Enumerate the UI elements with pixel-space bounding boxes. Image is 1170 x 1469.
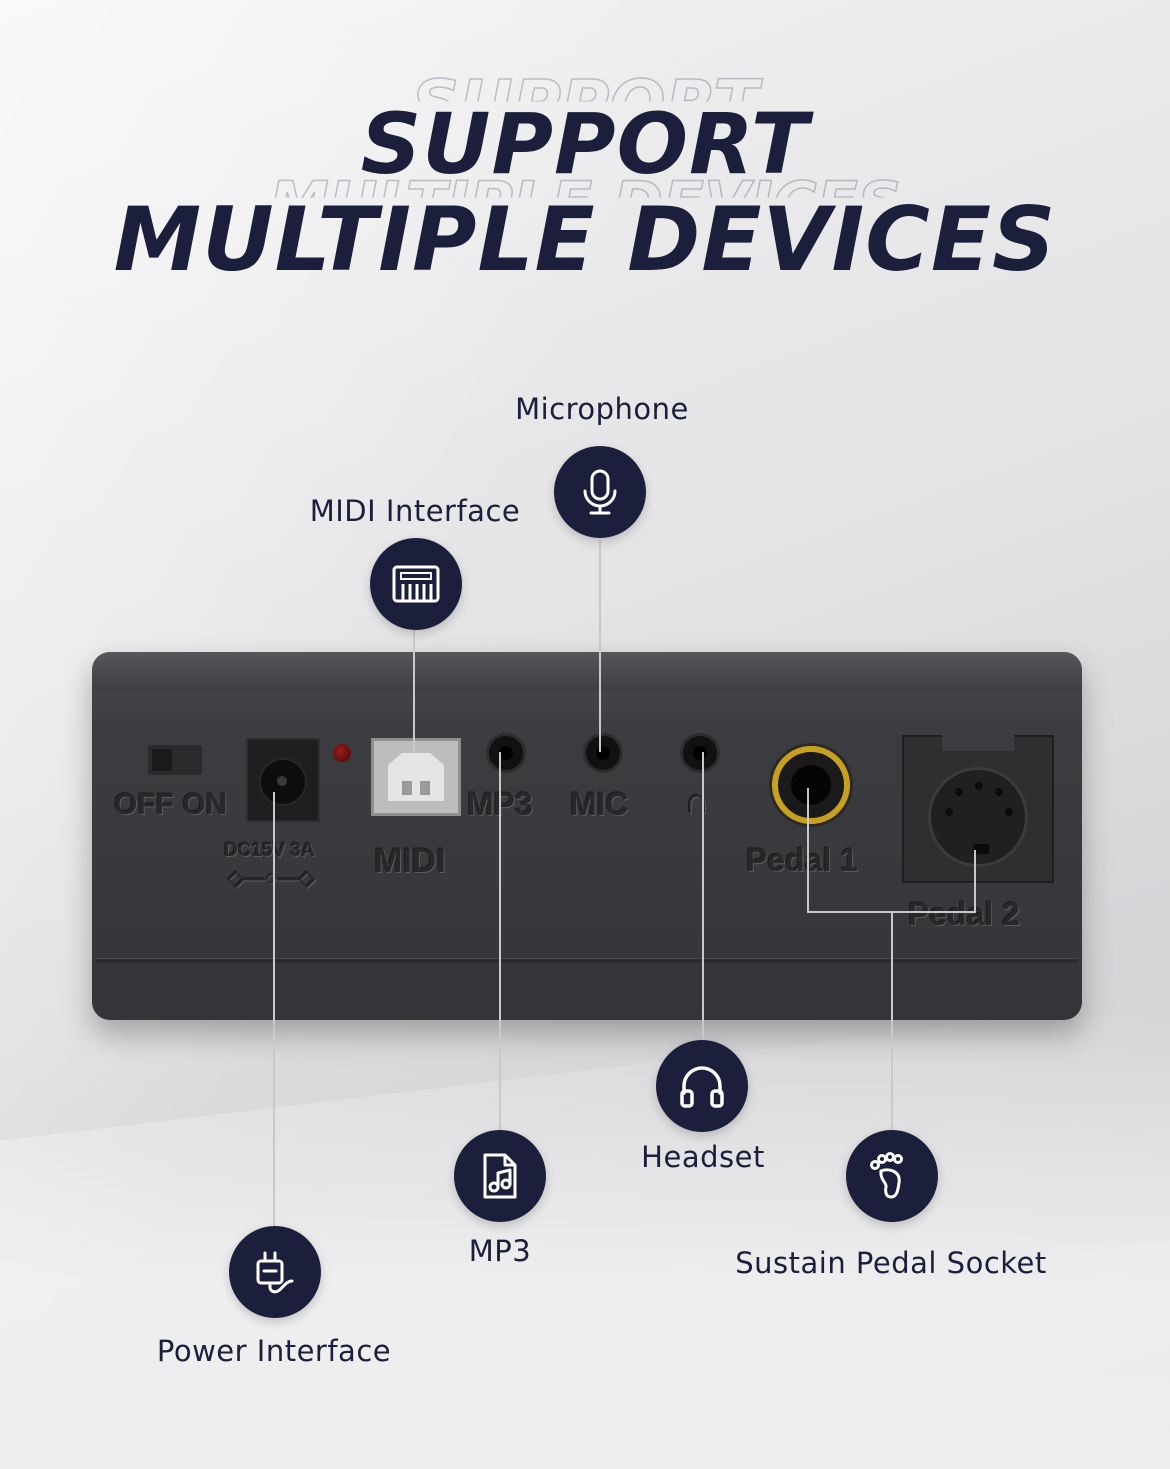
power-label: Power Interface <box>156 1334 392 1368</box>
usb-b-port <box>371 738 461 816</box>
panel-top-lip <box>92 652 1082 692</box>
foot-icon <box>870 1152 903 1199</box>
mp3-jack <box>486 733 526 773</box>
headset-label: Headset <box>641 1140 765 1174</box>
headphones-icon <box>680 1066 724 1108</box>
headset-badge <box>656 1040 748 1132</box>
pedal-1-marking: Pedal 1 <box>746 842 859 878</box>
mic-marking: MIC <box>570 786 629 822</box>
headphone-marking: ∩ <box>684 780 710 821</box>
mp3-marking: MP3 <box>467 786 533 822</box>
pedal-1-socket <box>772 746 850 824</box>
keyboard-icon <box>392 565 440 603</box>
headline-ghost-2: MULTIPLE DEVICES <box>0 172 1170 198</box>
midi-label: MIDI Interface <box>309 494 521 528</box>
pedal-2-marking: Pedal 2 <box>908 896 1021 932</box>
pedal-badge <box>846 1130 938 1222</box>
headline-ghost-1: SUPPORT <box>0 70 1170 102</box>
microphone-badge <box>554 446 646 538</box>
power-badge <box>229 1226 321 1318</box>
panel-groove <box>96 958 1078 963</box>
midi-marking: MIDI <box>374 842 446 880</box>
switch-marking: OFF ON <box>114 788 228 821</box>
pedal-label: Sustain Pedal Socket <box>735 1246 1047 1280</box>
power-switch <box>148 745 202 775</box>
mic-jack <box>583 733 623 773</box>
power-rating-marking: DC15V 3A <box>224 840 315 861</box>
music-file-icon <box>483 1153 517 1199</box>
headphone-jack <box>680 733 720 773</box>
microphone-icon <box>583 469 617 515</box>
mp3-label: MP3 <box>468 1234 532 1268</box>
pedal-2-din-socket <box>902 735 1054 883</box>
mp3-badge <box>454 1130 546 1222</box>
midi-badge <box>370 538 462 630</box>
dc-power-jack <box>246 738 320 822</box>
polarity-marking: ◇—○—◇ <box>228 867 315 890</box>
power-led <box>333 744 351 762</box>
headline-line-2: MULTIPLE DEVICES <box>113 188 1057 291</box>
headline-line-1: SUPPORT <box>360 95 810 193</box>
microphone-label: Microphone <box>515 392 689 426</box>
power-plug-icon <box>256 1251 294 1294</box>
